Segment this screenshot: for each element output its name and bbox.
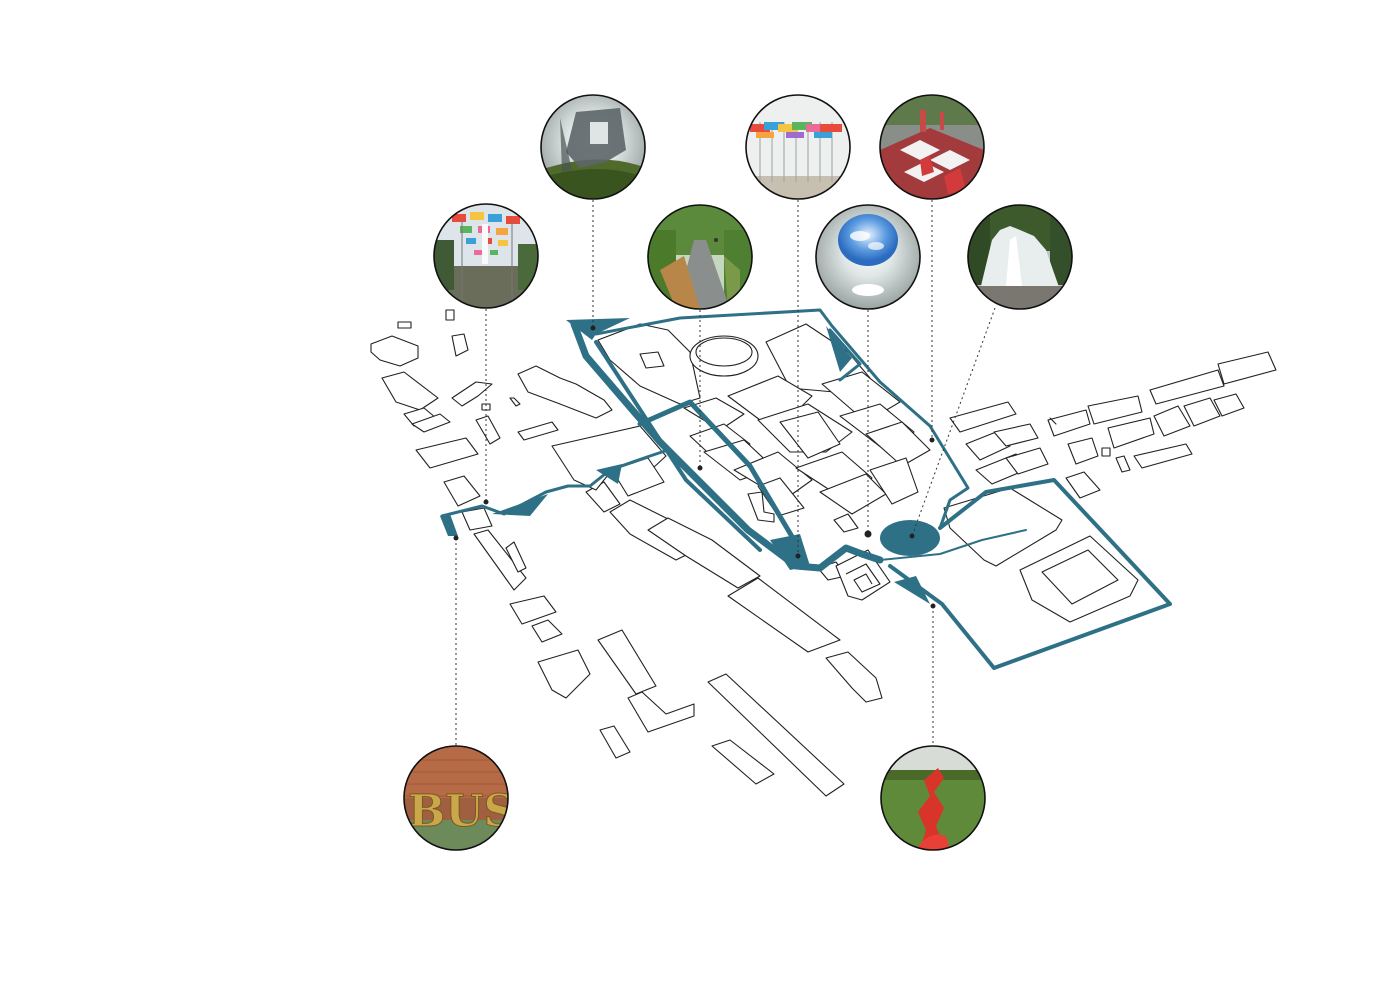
green-route-network bbox=[440, 308, 1172, 670]
stadium-block bbox=[835, 487, 1139, 623]
right-housing-cluster bbox=[949, 351, 1277, 499]
bus-letters-photo-icon[interactable]: BUS bbox=[403, 745, 515, 851]
sculpture-photo-icon[interactable] bbox=[540, 94, 646, 200]
lower-left-building-cluster bbox=[461, 481, 883, 797]
flag-poles-photo-icon[interactable] bbox=[745, 94, 851, 200]
flag-canopy-photo-icon[interactable] bbox=[433, 203, 539, 309]
boardwalk-photo-icon[interactable] bbox=[647, 204, 753, 310]
red-plaza-photo-icon[interactable] bbox=[879, 94, 985, 200]
red-ribbon-photo-icon[interactable] bbox=[880, 745, 986, 851]
central-plaza-pool bbox=[880, 520, 940, 556]
leader-lines bbox=[453, 200, 996, 746]
left-building-cluster bbox=[370, 309, 613, 507]
bus-sign-text: BUS bbox=[408, 786, 515, 837]
fountain-photo-icon[interactable] bbox=[967, 204, 1073, 310]
central-block-buildings bbox=[551, 323, 931, 533]
skylight-photo-icon[interactable] bbox=[815, 204, 921, 310]
